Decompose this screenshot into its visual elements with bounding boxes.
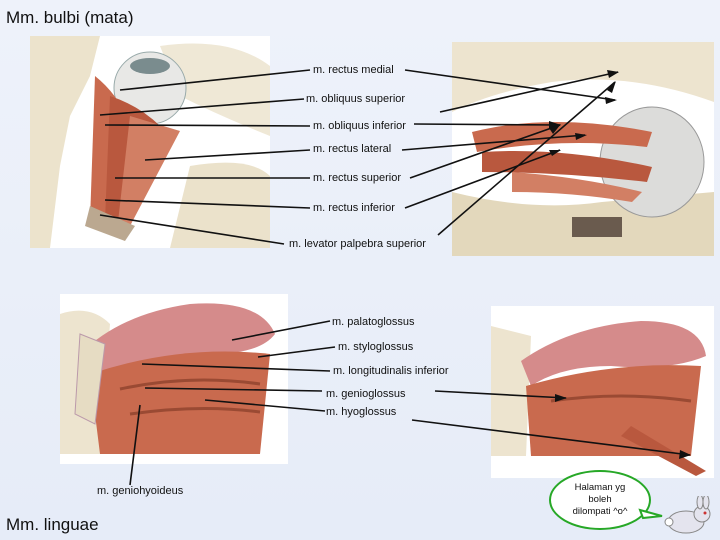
label-geniohyoideus: m. geniohyoideus bbox=[97, 485, 184, 497]
tongue-section-title: Mm. linguae bbox=[6, 515, 99, 534]
bubble-line-2: boleh bbox=[588, 494, 612, 505]
tongue-right-illustration bbox=[491, 306, 714, 478]
label-rectus-medial: m. rectus medial bbox=[313, 64, 394, 76]
label-rectus-lateral: m. rectus lateral bbox=[313, 143, 392, 155]
label-rectus-superior: m. rectus superior bbox=[313, 172, 402, 184]
label-styloglossus: m. styloglossus bbox=[338, 341, 414, 353]
label-longitudinalis-inferior: m. longitudinalis inferior bbox=[333, 365, 449, 377]
label-obliquus-superior: m. obliquus superior bbox=[306, 93, 406, 105]
eye-section-title: Mm. bulbi (mata) bbox=[6, 8, 134, 27]
label-levator-palpebra-superior: m. levator palpebra superior bbox=[289, 238, 426, 250]
bubble-line-1: Halaman yg bbox=[574, 482, 626, 493]
label-genioglossus: m. genioglossus bbox=[326, 388, 406, 400]
speech-bubble: Halaman yg boleh dilompati ^o^ bbox=[549, 470, 651, 530]
rabbit-icon bbox=[660, 496, 716, 536]
label-palatoglossus: m. palatoglossus bbox=[332, 316, 415, 328]
label-obliquus-inferior: m. obliquus inferior bbox=[313, 120, 406, 132]
tongue-left-illustration bbox=[60, 294, 288, 464]
label-rectus-inferior: m. rectus inferior bbox=[313, 202, 395, 214]
bubble-line-3: dilompati ^o^ bbox=[572, 506, 628, 517]
label-hyoglossus: m. hyoglossus bbox=[326, 406, 397, 418]
eye-medial-illustration bbox=[30, 36, 270, 248]
